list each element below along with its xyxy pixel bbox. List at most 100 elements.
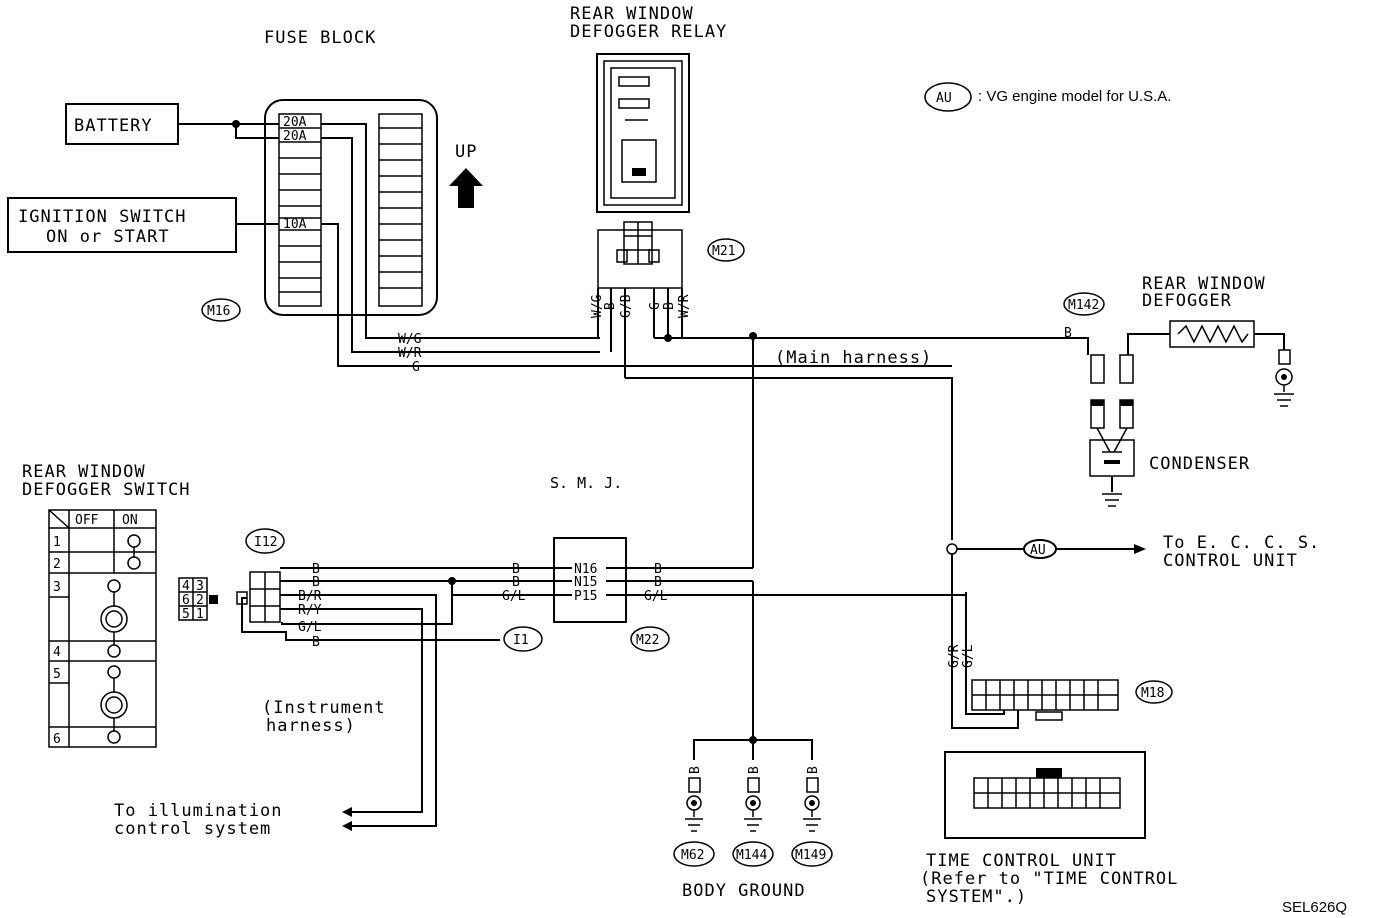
m16-label: M16 bbox=[207, 304, 230, 319]
au-legend-badge-text: AU bbox=[936, 91, 952, 106]
i12-wire-3-label: B/R bbox=[298, 589, 322, 604]
relay-title-line1: REAR WINDOW bbox=[570, 4, 694, 24]
relay-pin-5: B bbox=[662, 302, 677, 310]
i12-connector bbox=[236, 571, 500, 641]
defogger-title-line2: DEFOGGER bbox=[1142, 291, 1232, 311]
m142-connector-badge bbox=[1063, 292, 1105, 316]
defogger-title-line1: REAR WINDOW bbox=[1142, 274, 1266, 294]
ignition-label-line2: ON or START bbox=[46, 227, 170, 247]
m144-label: M144 bbox=[736, 848, 767, 863]
gr-wire-label: G/R bbox=[947, 644, 962, 668]
i12-connector-badge bbox=[245, 528, 285, 554]
ground-wire-2: B bbox=[747, 766, 762, 774]
condenser-symbol bbox=[1089, 427, 1135, 492]
smj-pin-2: N15 bbox=[574, 575, 597, 590]
switch-row-5: 5 bbox=[53, 667, 61, 682]
m18-connector bbox=[971, 679, 1119, 721]
m149-connector-badge bbox=[791, 841, 833, 867]
relay-connector bbox=[597, 221, 683, 289]
relay-wires bbox=[597, 288, 1089, 740]
m149-label: M149 bbox=[795, 848, 826, 863]
switch-title-line1: REAR WINDOW bbox=[22, 462, 146, 482]
au-legend-badge bbox=[924, 82, 972, 112]
m62-connector-badge bbox=[673, 841, 715, 867]
relay-pin-4: G bbox=[648, 302, 663, 310]
ignition-label-line1: IGNITION SWITCH bbox=[18, 207, 187, 227]
wire-wr-label: W/R bbox=[398, 346, 422, 361]
battery-label: BATTERY bbox=[74, 116, 153, 136]
m142-wire-label: B bbox=[1064, 326, 1072, 341]
smj-left-wire-1: B bbox=[512, 562, 520, 577]
m144-connector-badge bbox=[732, 841, 774, 867]
fuse-20a-lower: 20A bbox=[283, 129, 307, 144]
i12-wire-4-label: R/Y bbox=[298, 603, 322, 618]
switch-connector-pin-4: 4 bbox=[182, 579, 190, 594]
tcu-feed-wires bbox=[694, 554, 1019, 729]
i12-label: I12 bbox=[254, 535, 277, 550]
relay-title-line2: DEFOGGER RELAY bbox=[570, 22, 727, 42]
relay-pin-6: W/R bbox=[677, 294, 692, 318]
switch-row-2: 2 bbox=[53, 557, 61, 572]
ground-icon bbox=[1102, 493, 1122, 507]
relay-pin-labels: W/G B G/B G B W/R bbox=[590, 294, 692, 318]
smj-left-wire-3: G/L bbox=[502, 589, 526, 604]
m22-label: M22 bbox=[636, 633, 659, 648]
m21-connector-badge bbox=[707, 238, 745, 262]
fuse-feed-wires bbox=[178, 120, 952, 367]
fuse-block-title: FUSE BLOCK bbox=[264, 28, 376, 48]
body-ground-label: BODY GROUND bbox=[682, 881, 806, 901]
tcu-label-line1: TIME CONTROL UNIT bbox=[926, 851, 1117, 871]
au-legend-text: : VG engine model for U.S.A. bbox=[978, 88, 1171, 105]
main-harness-label: (Main harness) bbox=[775, 348, 932, 368]
switch-title-line2: DEFOGGER SWITCH bbox=[22, 480, 191, 500]
ground-icon bbox=[803, 777, 821, 832]
m62-label: M62 bbox=[681, 848, 704, 863]
switch-connector-pin-3: 3 bbox=[196, 579, 204, 594]
smj-left-wire-2: B bbox=[512, 575, 520, 590]
smj-right-wire-2: B bbox=[654, 575, 662, 590]
switch-connector-pin-6: 6 bbox=[182, 593, 190, 608]
i12-wire-6-label: B bbox=[312, 635, 320, 650]
smj-pin-1: N16 bbox=[574, 562, 597, 577]
i1-label: I1 bbox=[513, 633, 529, 648]
switch-on-label: ON bbox=[122, 513, 138, 528]
condenser-label: CONDENSER bbox=[1149, 454, 1250, 474]
switch-connector-pin-5: 5 bbox=[182, 607, 190, 622]
wire-g-label: G bbox=[412, 360, 420, 375]
au-line-badge-text: AU bbox=[1030, 543, 1046, 558]
rear-window-defogger-element bbox=[1127, 320, 1285, 355]
i1-connector-badge bbox=[503, 626, 543, 652]
switch-off-label: OFF bbox=[75, 513, 99, 528]
to-illumination-line1: To illumination bbox=[114, 801, 283, 821]
switch-row-6: 6 bbox=[53, 732, 61, 747]
i12-wire-2-label: B bbox=[312, 575, 320, 590]
i12-wire-1-label: B bbox=[312, 562, 320, 577]
ground-wire-3: B bbox=[806, 766, 821, 774]
i12-wire-5-label: G/L bbox=[298, 620, 322, 635]
gl-wire-label: G/L bbox=[961, 644, 976, 668]
smj-pin-3: P15 bbox=[574, 589, 597, 604]
au-line-badge bbox=[1023, 539, 1057, 559]
time-control-unit bbox=[944, 751, 1146, 839]
smj-right-wire-1: B bbox=[654, 562, 662, 577]
switch-connector-face bbox=[178, 577, 218, 621]
tcu-label-line3: SYSTEM".) bbox=[926, 887, 1027, 907]
fuse-20a-upper: 20A bbox=[283, 115, 307, 130]
instrument-harness-wires bbox=[280, 567, 500, 831]
ground-icon bbox=[744, 777, 762, 832]
m18-label: M18 bbox=[1141, 686, 1164, 701]
m18-connector-badge bbox=[1135, 680, 1173, 704]
smj-right-wire-3: G/L bbox=[644, 589, 668, 604]
instrument-harness-line2: harness) bbox=[266, 716, 356, 736]
switch-connector-pin-2: 2 bbox=[196, 593, 204, 608]
switch-row-1: 1 bbox=[53, 535, 61, 550]
up-arrow-icon bbox=[449, 168, 483, 208]
m22-connector-badge bbox=[630, 626, 670, 652]
to-eccs-line2: CONTROL UNIT bbox=[1163, 551, 1298, 571]
m16-connector-badge bbox=[201, 298, 241, 322]
tcu-connector bbox=[973, 768, 1121, 809]
switch-row-4: 4 bbox=[53, 645, 61, 660]
fuse-column-left bbox=[278, 113, 322, 307]
instrument-harness-line1: (Instrument bbox=[262, 698, 386, 718]
